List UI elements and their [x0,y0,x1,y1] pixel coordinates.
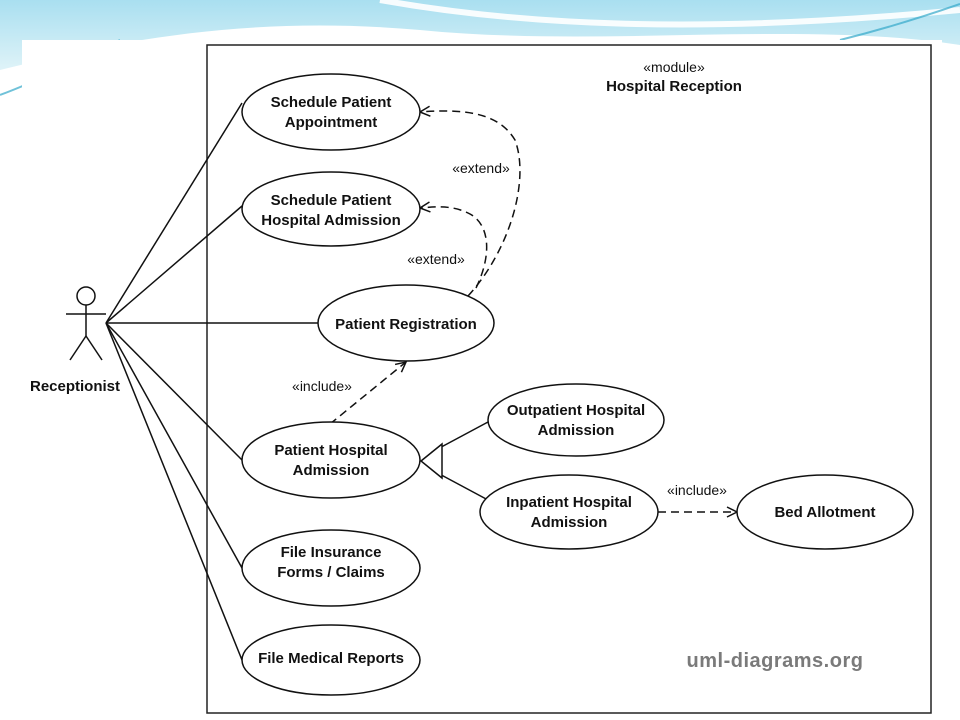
use-case-file-medical-reports[interactable]: File Medical Reports [241,624,421,696]
receptionist-actor[interactable] [66,286,106,361]
extend-label-admission: «extend» [407,251,465,267]
include-registration [329,362,406,425]
assoc-schedule-admission [105,205,243,324]
assoc-schedule-appointment [105,102,243,324]
svg-text:File Medical Reports: File Medical Reports [258,650,404,667]
extend-label-appointment: «extend» [452,160,510,176]
svg-text:Bed Allotment: Bed Allotment [774,504,875,521]
slide-content-panel [22,40,942,720]
module-stereotype: «module» [643,59,705,75]
extend-to-appointment [420,111,521,297]
assoc-file-insurance [105,322,243,569]
watermark-logo: uml-diagrams.org [687,650,864,672]
assoc-file-medical-reports [105,322,243,661]
svg-text:Patient Registration: Patient Registration [335,316,477,333]
assoc-patient-hospital-admission [105,322,243,461]
use-case-bed-allotment[interactable]: Bed Allotment [736,474,914,550]
include-label-registration: «include» [292,378,352,394]
module-title: Hospital Reception [606,78,742,95]
extend-to-admission [420,207,488,289]
dependencies [329,111,737,512]
actor-head [76,286,96,306]
module-boundary [206,44,932,714]
generalizations [419,421,489,501]
generalization-arrowhead [419,442,443,480]
include-label-bed: «include» [667,482,727,498]
slide-top-band [0,0,960,70]
actor-name: Receptionist [30,378,120,395]
actor-associations [105,102,318,661]
slide-accent-swoosh [379,0,960,28]
use-case-patient-registration[interactable]: Patient Registration [317,284,495,362]
